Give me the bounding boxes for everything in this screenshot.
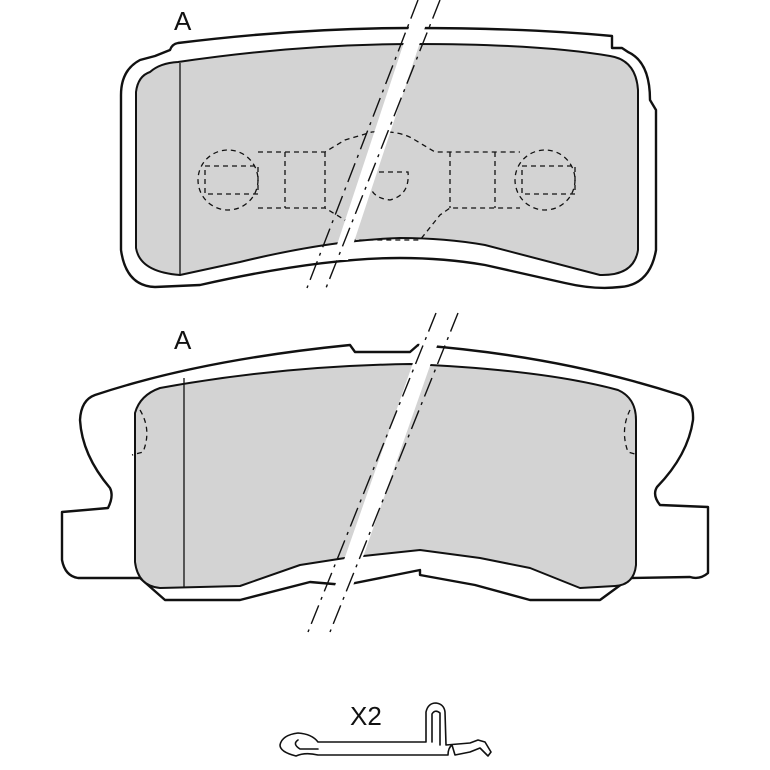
bottom-section-cut-line-left: [307, 312, 437, 633]
bottom-pad-left-hidden-edge: [131, 409, 148, 456]
top-section-label: A: [174, 6, 192, 36]
top-pad-hidden-contour: [197, 131, 576, 241]
bottom-section-label: A: [174, 325, 192, 355]
anti-rattle-spring-clip: X2: [279, 701, 492, 757]
top-pad-friction-material: [135, 43, 639, 277]
top-section-cut-line-right: [325, 0, 441, 289]
bottom-section-cut-line-right: [329, 312, 459, 633]
top-section-cut-line-left: [306, 0, 419, 289]
brake-pad-top: A: [119, 0, 658, 290]
bottom-pad-right-hidden-edge: [623, 409, 639, 456]
clip-outline: [279, 702, 492, 757]
brake-pad-bottom: A: [60, 312, 710, 633]
quantity-label: X2: [350, 701, 382, 731]
